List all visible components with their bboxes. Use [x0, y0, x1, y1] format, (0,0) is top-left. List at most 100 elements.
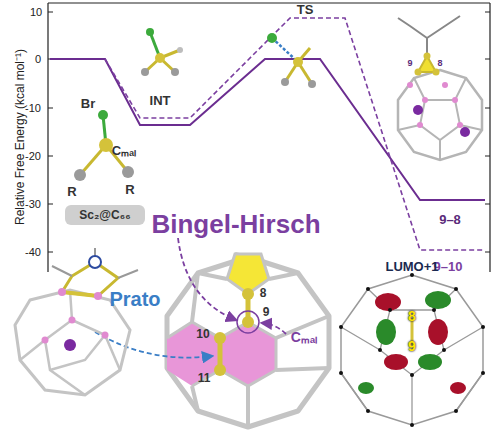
product-label: 9–8 [439, 213, 461, 226]
prato-adduct-part [69, 317, 76, 324]
product-cage-part [460, 127, 470, 137]
transition-state-molecule-part [293, 57, 303, 67]
product-cage-part [433, 69, 440, 76]
prato-adduct-part [52, 248, 138, 278]
lumo-orbital-part-part [432, 308, 436, 312]
lumo-orbital-part-part [481, 325, 485, 329]
intermediate-molecule-part [146, 28, 154, 36]
prato-adduct-part [89, 256, 101, 268]
prato-adduct-part [94, 292, 102, 300]
lumo-orbital-part-part [410, 373, 414, 377]
atom-label: R [125, 183, 134, 196]
lumo-orbital-part-part [454, 409, 458, 413]
product-cage [398, 16, 482, 160]
prato-adduct-part [102, 332, 109, 339]
energy-profile-dashed [105, 18, 485, 250]
prato-adduct-part [64, 339, 76, 351]
product-cage-part [417, 122, 423, 128]
product-cage-part [452, 97, 458, 103]
lumo-orbital-part [375, 293, 401, 311]
product-cage-part [424, 53, 431, 60]
leader-arrows-part [178, 238, 236, 320]
reactant-molecule-part [98, 110, 108, 120]
product-cage-part [413, 105, 423, 115]
lumo-orbital-part-part [410, 273, 414, 277]
atom-number: 9 [407, 59, 412, 68]
lumo-orbital-part [341, 275, 483, 425]
axis-title: Relative Free Energy (kcal mol⁻¹) [14, 49, 26, 225]
node-text: Sc₂@C₆₆ [79, 208, 130, 222]
lumo-orbital-part [358, 382, 374, 394]
lumo-orbital-part [339, 273, 485, 427]
tick-label: -10 [25, 103, 41, 114]
chart-axes-part [48, 12, 53, 252]
intermediate-molecule-part [155, 53, 165, 63]
state-label: TS [297, 3, 314, 16]
central-cage-part [192, 254, 329, 427]
product-cage-part [398, 78, 482, 160]
lumo-orbital-part-part [339, 325, 343, 329]
lumo-orbital-part-part [442, 348, 446, 352]
atom-number: 9 [263, 306, 270, 318]
intermediate-molecule-part [171, 68, 179, 76]
state-label: INT [150, 94, 171, 107]
lumo-orbital-part-part [481, 371, 485, 375]
chart-axes-part [485, 12, 490, 252]
tick-label: 0 [35, 54, 41, 65]
atom-label: Cₘₐₗ [291, 330, 317, 344]
intermediate-molecule-part [141, 68, 149, 76]
molecule-box: Sc₂@C₆₆ [65, 205, 145, 225]
energy-profile-dashed-part [105, 18, 485, 250]
atom-label: Cₘₐₗ [112, 144, 136, 157]
energy-profile-solid [50, 59, 485, 200]
atom-label: R [67, 185, 76, 198]
tick-label: -30 [25, 199, 41, 210]
product-cage-part [442, 82, 448, 88]
lumo-orbital-part-part [388, 308, 392, 312]
lumo-orbital-part-part [378, 348, 382, 352]
transition-state-molecule-part [281, 78, 289, 86]
atom-number: 9 [408, 339, 416, 353]
transition-state-molecule-part [308, 80, 316, 88]
prato-adduct-part [20, 290, 120, 395]
product-cage-part [457, 122, 463, 128]
chart-axes [48, 3, 490, 272]
central-cage-part [242, 316, 254, 328]
tick-label: 10 [30, 7, 42, 18]
intermediate-molecule [141, 28, 183, 76]
lumo-orbital-part-part [454, 287, 458, 291]
reactant-molecule-part [74, 169, 86, 181]
lumo-orbital-part-part [366, 409, 370, 413]
lumo-orbital-part [384, 354, 408, 370]
lumo-orbital-part-part [366, 287, 370, 291]
lumo-orbital-part-part [410, 423, 414, 427]
product-cage-part [398, 16, 460, 56]
atom-number: 8 [408, 309, 416, 323]
atom-number: 11 [198, 372, 211, 384]
reactant-molecule-part [99, 138, 113, 152]
tick-label: -40 [25, 247, 41, 258]
energy-profile-solid-part [50, 59, 485, 200]
lumo-orbital [339, 273, 485, 427]
lumo-orbital-part [376, 319, 396, 345]
atom-number: 8 [437, 59, 442, 68]
transition-state-molecule-part [272, 38, 298, 62]
reactant-molecule-part [122, 166, 134, 178]
prato-adduct [15, 248, 138, 395]
lumo-orbital-part [450, 382, 466, 394]
reaction-name: Prato [109, 289, 160, 309]
prato-adduct-part [62, 292, 98, 296]
chart-axes-part [48, 3, 490, 272]
central-cage-part [242, 288, 254, 300]
central-cage-part [237, 311, 259, 333]
transition-state-molecule-part [267, 33, 277, 43]
reaction-name: Bingel-Hirsch [151, 211, 320, 237]
lumo-orbital-part [425, 291, 451, 309]
atom-number: 10 [196, 328, 209, 340]
central-cage-part [214, 364, 226, 376]
product-cage-part [407, 82, 413, 88]
product-cage-part [422, 97, 428, 103]
transition-state-molecule [267, 33, 316, 88]
central-cage-part [214, 332, 226, 344]
